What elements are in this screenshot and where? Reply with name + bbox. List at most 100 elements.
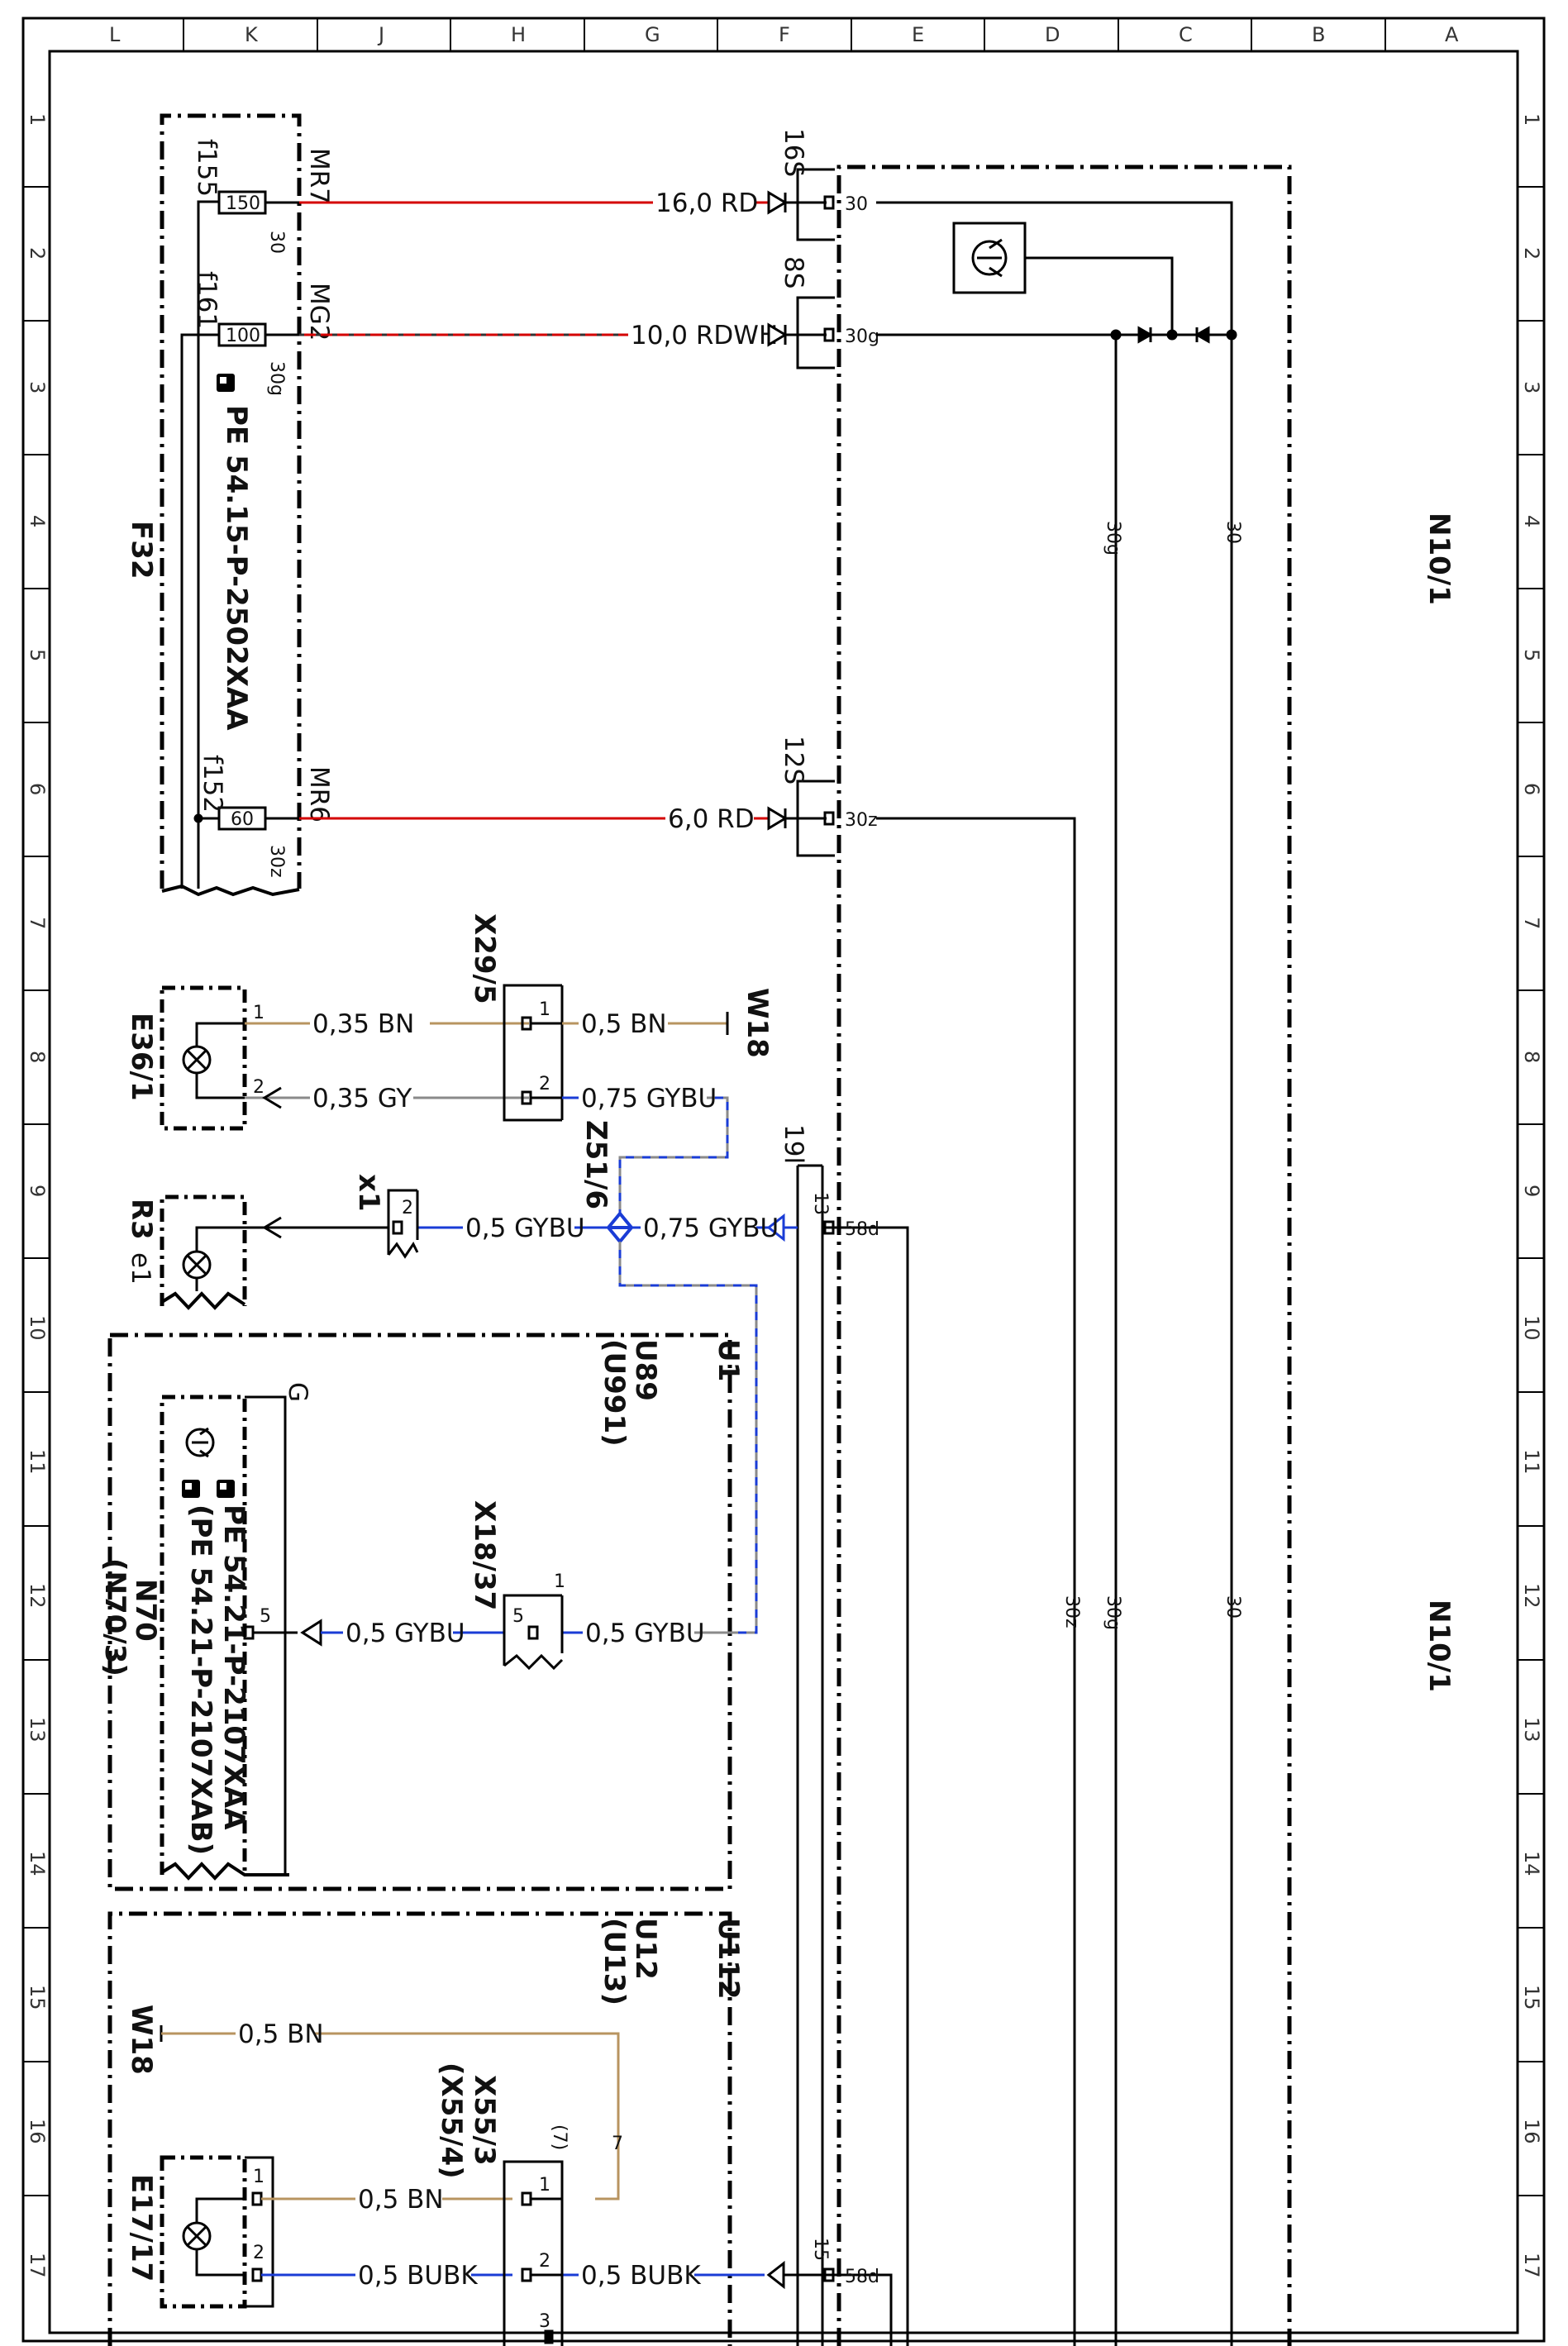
x1-label: x1 <box>352 1174 385 1212</box>
row-num-11: 11 <box>26 1449 49 1475</box>
fuse-f161[interactable]: 100 <box>217 322 299 347</box>
circuit-mr7: MR7 <box>304 148 334 204</box>
row-num-14: 14 <box>26 1851 49 1876</box>
row-num-r2: 2 <box>1520 247 1543 260</box>
wire-label-6: 0,35 GY <box>312 1084 412 1113</box>
wire-label-1: 16,0 RD <box>655 188 758 218</box>
hand-pointer-icon <box>217 374 235 392</box>
fuse-f155-name: f155 <box>192 139 222 197</box>
wire-label-7: 0,75 GYBU <box>581 1084 717 1113</box>
e17-17-label: E17/17 <box>125 2174 158 2282</box>
x18-37-label: X18/37 <box>468 1500 501 1610</box>
row-numbers-right: 1 2 3 4 5 6 7 8 9 10 11 12 13 14 15 16 1… <box>1520 113 1543 2278</box>
wire-label-2: 10,0 RDWH <box>631 321 778 350</box>
row-num-r15: 15 <box>1520 1985 1543 2010</box>
row-num-10: 10 <box>26 1315 49 1341</box>
transistor-symbol-icon <box>952 222 1027 294</box>
pin-58d-a: 58d <box>845 1219 879 1240</box>
n70-break <box>160 1862 289 1881</box>
grid-letter-H: H <box>511 23 526 46</box>
n70-ref1: PE 54.21-P-2107XAA <box>217 1504 250 1830</box>
n10-1-label-top: N10/1 <box>1423 513 1456 605</box>
lamp-icon-r3 <box>182 1226 245 1291</box>
x29-5-connector <box>503 984 564 1122</box>
hand-pointer-icon <box>182 1480 200 1498</box>
row-num-12: 12 <box>26 1583 49 1609</box>
row-num-r1: 1 <box>1520 113 1543 126</box>
row-num-r8: 8 <box>1520 1051 1543 1063</box>
row-num-r3: 3 <box>1520 381 1543 393</box>
wire-label-3: 6,0 RD <box>668 804 755 834</box>
row-num-r14: 14 <box>1520 1851 1543 1876</box>
fuse-f161-name: f161 <box>192 271 222 329</box>
connector-19l <box>796 1164 909 2346</box>
e17-pin-1: 1 <box>253 2167 265 2187</box>
n70-label: N70 <box>129 1579 162 1642</box>
border-frame <box>21 17 1546 2343</box>
row-num-r11: 11 <box>1520 1449 1543 1475</box>
grid-letter-B: B <box>1312 23 1325 46</box>
row-num-3: 3 <box>26 381 49 393</box>
row-num-8: 8 <box>26 1051 49 1063</box>
f32-break-line <box>161 884 300 897</box>
e36-1-box <box>160 985 247 1131</box>
f32-label: F32 <box>125 521 158 579</box>
fuse-f155[interactable]: 150 <box>217 190 299 215</box>
w18-label-b: W18 <box>125 2005 158 2075</box>
row-num-r16: 16 <box>1520 2119 1543 2144</box>
x29-pin-2a: 2 <box>539 1074 550 1094</box>
row-num-r17: 17 <box>1520 2253 1543 2278</box>
z51-6-splice <box>606 1210 634 1245</box>
u1-gybu-wire <box>618 1242 758 1634</box>
x18-37-connector <box>503 1594 564 1671</box>
grid-letter-J: J <box>377 23 384 46</box>
row-num-1: 1 <box>26 113 49 126</box>
f32-fuse-box <box>160 113 302 889</box>
n70-pin-5: 5 <box>260 1606 271 1627</box>
wire-label-5: 0,5 BN <box>581 1009 667 1039</box>
connector-8s: 8S <box>779 256 808 288</box>
fuse-f152-terminal: 30z <box>266 845 287 878</box>
u112-label: U112 <box>712 1918 745 2000</box>
r3-break <box>160 1291 246 1310</box>
wire-label-8: 0,5 GYBU <box>465 1214 585 1243</box>
x55-3-label: X55/3 <box>468 2075 501 2166</box>
fuse-f152[interactable]: 60 <box>217 806 299 831</box>
f32-internal-bus <box>180 200 219 889</box>
wire-label-15: 0,5 BUBK <box>581 2261 701 2291</box>
wire-label-12: 0,5 BN <box>238 2019 324 2049</box>
n70-internal <box>185 1395 287 1875</box>
row-num-r4: 4 <box>1520 515 1543 527</box>
u1-label: U1 <box>712 1339 745 1381</box>
n70-x18-wires <box>243 1619 736 1647</box>
grid-letter-K: K <box>245 23 259 46</box>
n10-1-internal-bus <box>876 201 1237 2346</box>
connector-16s: 16S <box>779 128 808 177</box>
e36-pin-1: 1 <box>253 1003 265 1023</box>
u1-module-box <box>107 1333 732 1891</box>
row-num-9: 9 <box>26 1185 49 1197</box>
grid-letter-D: D <box>1045 23 1060 46</box>
bus-label-30g-b: 30g <box>1103 1595 1123 1630</box>
row-num-7: 7 <box>26 917 49 929</box>
fuse-f152-name: f152 <box>198 755 227 813</box>
connector-19l-label: 19l <box>779 1124 808 1164</box>
row-num-13: 13 <box>26 1717 49 1743</box>
lamp-icon-e17 <box>182 2156 274 2308</box>
wire-label-14: 0,5 BUBK <box>358 2261 478 2291</box>
x1-connector <box>387 1189 419 1259</box>
row-num-r9: 9 <box>1520 1185 1543 1197</box>
connector-arrows-top <box>767 168 835 857</box>
row-num-5: 5 <box>26 649 49 661</box>
fuse-f152-rating: 60 <box>231 809 254 830</box>
z51-6-label: Z51/6 <box>579 1120 612 1209</box>
e17-17-box <box>160 2155 247 2309</box>
wire-label-10: 0,5 GYBU <box>346 1619 465 1648</box>
u991-label: (U991) <box>598 1339 631 1447</box>
u89-label: U89 <box>629 1339 662 1401</box>
row-num-r6: 6 <box>1520 783 1543 795</box>
circuit-mg2: MG2 <box>304 283 334 341</box>
x55-pin-7b: (7) <box>549 2124 570 2150</box>
fuse-f155-rating: 150 <box>226 193 260 214</box>
